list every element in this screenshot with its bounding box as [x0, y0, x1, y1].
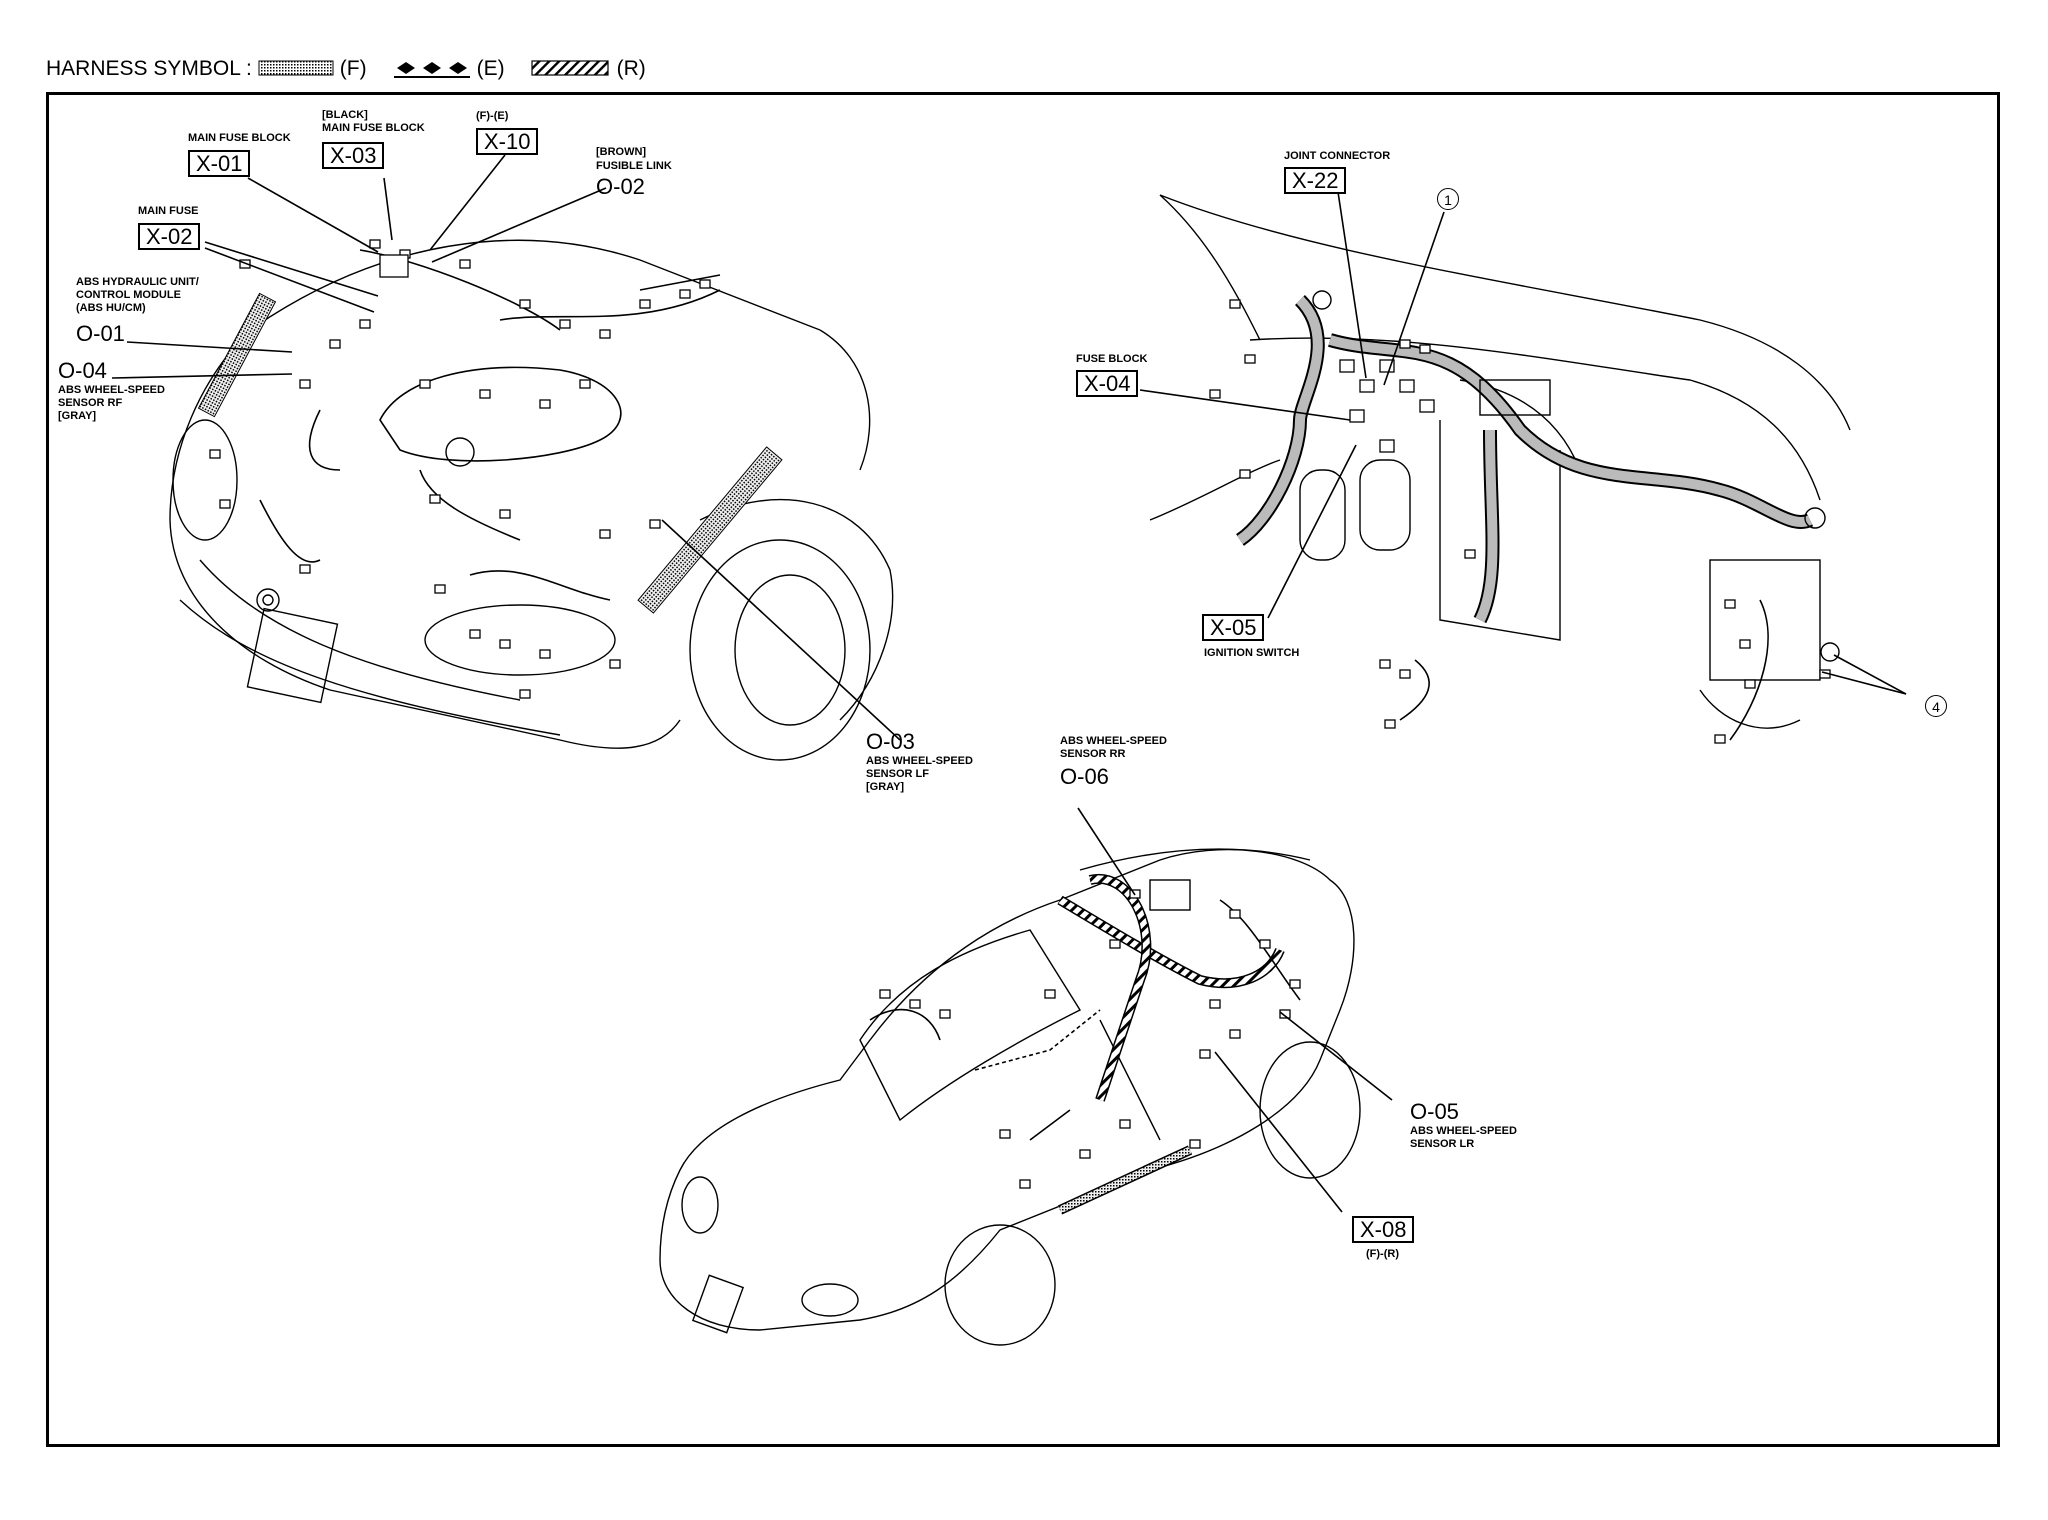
front-fender-arch: [699, 499, 894, 721]
o02-code: O-02: [596, 174, 645, 199]
connectors-vehicle: [879, 889, 1301, 1189]
x05-description: IGNITION SWITCH: [1204, 647, 1300, 659]
horn: [256, 588, 280, 612]
x03-description: MAIN FUSE BLOCK: [322, 122, 425, 134]
door-line: [1099, 1019, 1161, 1141]
dash-top-edge: [1249, 337, 1821, 501]
o06-description-line2: SENSOR RR: [1060, 748, 1126, 760]
o06-description-line1: ABS WHEEL-SPEED: [1060, 735, 1167, 747]
legend-front-label: (F): [339, 57, 367, 80]
front-bumper-line: [199, 559, 521, 701]
front-wheel-car: [944, 1224, 1056, 1346]
x01-code-box: X-01: [188, 150, 251, 177]
headlamp-car-right: [801, 1283, 859, 1317]
o03-code: O-03: [866, 729, 915, 754]
x02-description: MAIN FUSE: [138, 205, 199, 217]
callout-1: 1: [1437, 188, 1459, 210]
connectors-dashboard: [1209, 299, 1831, 744]
steering-column: [1359, 459, 1411, 551]
front-right-harness-f: [197, 292, 277, 418]
x01-description: MAIN FUSE BLOCK: [188, 132, 291, 144]
x22-code-box: X-22: [1284, 167, 1347, 194]
o03-description-line1: ABS WHEEL-SPEED: [866, 755, 973, 767]
x05-code-box: X-05: [1202, 614, 1265, 641]
engine-bay-view: [169, 239, 894, 761]
headlamp-right: [172, 419, 238, 541]
o01-code: O-01: [76, 321, 125, 346]
rear-harness-swatch: [531, 60, 609, 76]
leader-lines: [111, 154, 1907, 1213]
rear-deck: [1079, 848, 1311, 871]
front-wheel-inner: [734, 574, 846, 726]
car-plate: [691, 1274, 745, 1334]
rear-wheel: [1259, 1041, 1361, 1179]
front-harness-swatch: [258, 60, 334, 76]
engine-harness-emission: [379, 366, 622, 462]
x03-code-box: X-03: [322, 142, 385, 169]
x03-description-color: [BLACK]: [322, 109, 368, 121]
interior-wiring-e: [974, 1009, 1101, 1071]
harness-symbol-legend: HARNESS SYMBOL : (F) (E) (R): [46, 54, 646, 84]
connectors-engine: [209, 239, 711, 699]
o01-description-line3: (ABS HU/CM): [76, 302, 146, 314]
o04-code: O-04: [58, 358, 107, 383]
callout-4: 4: [1925, 695, 1947, 717]
vehicle-view: [659, 848, 1361, 1346]
front-body-outline: [169, 329, 681, 749]
o04-description-line3: [GRAY]: [58, 410, 97, 422]
o04-description-line2: SENSOR RF: [58, 397, 123, 409]
x22-description: JOINT CONNECTOR: [1284, 150, 1391, 162]
legend-rear-label: (R): [616, 57, 646, 80]
emission-harness-swatch: [393, 62, 470, 78]
o06-code: O-06: [1060, 764, 1109, 789]
console: [1439, 420, 1561, 641]
hood-line: [249, 239, 821, 331]
rear-harness-r: [1057, 895, 1285, 989]
engine-bay-right-edge: [819, 329, 871, 471]
lower-dash: [1149, 459, 1281, 521]
instrument-harness-f: [1235, 295, 1325, 546]
front-left-harness-f: [637, 446, 783, 614]
legend-title: HARNESS SYMBOL :: [46, 57, 252, 80]
o03-description-line3: [GRAY]: [866, 781, 905, 793]
o02-description-color: [BROWN]: [596, 146, 647, 158]
o04-description-line1: ABS WHEEL-SPEED: [58, 384, 165, 396]
glovebox-area: [1709, 559, 1821, 681]
o02-description: FUSIBLE LINK: [596, 160, 672, 172]
legend-emission-label: (E): [476, 57, 505, 80]
o05-code: O-05: [1410, 1099, 1459, 1124]
license-plate: [246, 607, 339, 704]
o01-description-line2: CONTROL MODULE: [76, 289, 181, 301]
front-wheel: [689, 539, 871, 761]
dashboard-view: [1149, 194, 1851, 744]
o03-description-line2: SENSOR LF: [866, 768, 929, 780]
front-bumper-lower: [179, 599, 561, 736]
windshield-top: [1159, 194, 1851, 431]
x10-description: (F)-(E): [476, 110, 509, 122]
car-body-outline: [659, 848, 1355, 1331]
a-pillar: [1159, 194, 1261, 341]
o05-description-line2: SENSOR LR: [1410, 1138, 1475, 1150]
o05-description-line1: ABS WHEEL-SPEED: [1410, 1125, 1517, 1137]
headlamp-car-left: [681, 1176, 719, 1234]
x10-code-box: X-10: [476, 128, 539, 155]
x02-code-box: X-02: [138, 223, 201, 250]
windshield: [859, 929, 1082, 1122]
x04-description: FUSE BLOCK: [1076, 353, 1148, 365]
o01-description-line1: ABS HYDRAULIC UNIT/: [76, 276, 199, 288]
x04-code-box: X-04: [1076, 370, 1139, 397]
diagram-frame: [46, 92, 2000, 1447]
x08-code-box: X-08: [1352, 1216, 1415, 1243]
x08-description: (F)-(R): [1366, 1248, 1399, 1260]
fog-lamp-area: [424, 604, 616, 676]
